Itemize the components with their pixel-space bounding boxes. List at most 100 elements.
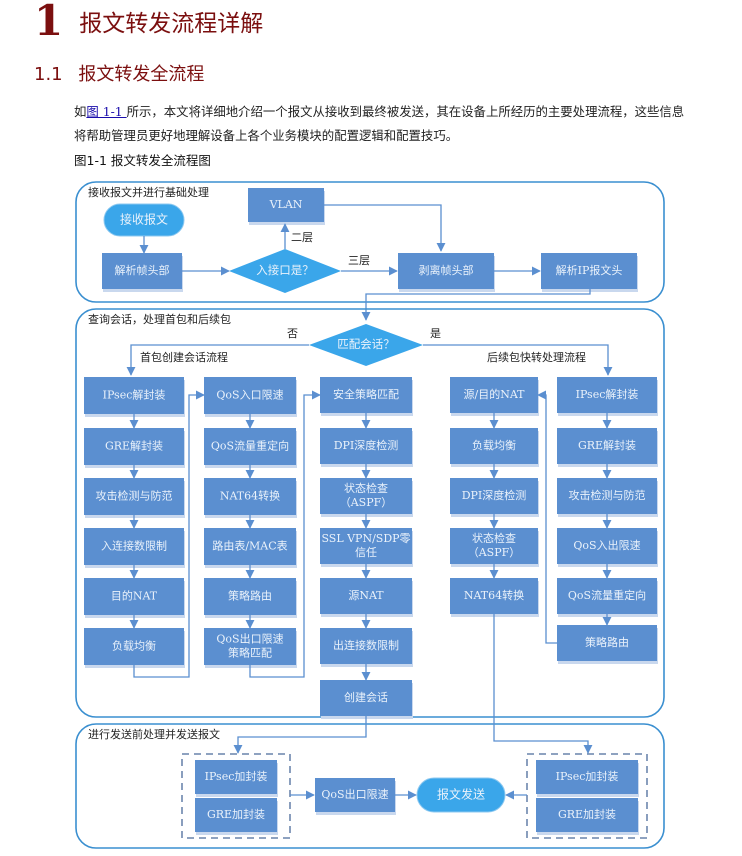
group-receive-title: 接收报文并进行基础处理 bbox=[88, 185, 209, 199]
fast-col5-box-label: 攻击检测与防范 bbox=[569, 488, 646, 502]
first-col3-box-label: 出连接数限制 bbox=[333, 638, 399, 652]
first-col1-box-label: IPsec解封装 bbox=[103, 388, 166, 402]
fast-col4-box bbox=[450, 478, 538, 514]
first-col1-box-label: 攻击检测与防范 bbox=[96, 489, 173, 503]
fast-col5-box bbox=[557, 578, 657, 614]
first-col1-box bbox=[84, 628, 184, 665]
connector-arrow bbox=[537, 390, 557, 644]
first-packet-flow-title: 首包创建会话流程 bbox=[140, 350, 228, 364]
ingress-decision bbox=[229, 249, 341, 293]
fast-col5-box bbox=[557, 625, 657, 661]
section-title: 报文转发全流程 bbox=[78, 64, 205, 85]
parse-ip-box bbox=[541, 253, 637, 289]
first-col2-box-label: QoS出口限速策略匹配 bbox=[216, 632, 283, 660]
fast-forward-flow-title: 后续包快转处理流程 bbox=[487, 350, 586, 364]
first-col1-box bbox=[84, 478, 184, 515]
qos-egress-box bbox=[315, 778, 395, 812]
chapter-number: 1 bbox=[34, 0, 64, 45]
strip-frame-box-label: 剥离帧头部 bbox=[419, 263, 474, 277]
vlan-box bbox=[248, 188, 324, 222]
first-col3-box-label: 安全策略匹配 bbox=[333, 387, 399, 401]
gre-encap-right-box-label: GRE加封装 bbox=[558, 807, 616, 821]
first-col3-box-label: 源NAT bbox=[348, 588, 384, 602]
fast-col5-box bbox=[557, 377, 657, 413]
first-col3-box bbox=[320, 680, 412, 716]
group-send bbox=[75, 723, 665, 849]
first-col3-box bbox=[320, 528, 412, 564]
first-col1-box-label: GRE解封装 bbox=[105, 439, 163, 453]
gre-encap-left-box bbox=[195, 798, 277, 832]
connector-arrow bbox=[493, 614, 593, 754]
fast-col5-box-label: QoS流量重定向 bbox=[568, 588, 646, 602]
first-col3-box bbox=[320, 628, 412, 664]
chapter-heading: 1 报文转发流程详解 bbox=[34, 0, 263, 42]
fast-col4-box bbox=[450, 578, 538, 614]
ipsec-encap-right-box-label: IPsec加封装 bbox=[556, 769, 619, 783]
gre-encap-left-box-label: GRE加封装 bbox=[207, 807, 265, 821]
fast-col5-box bbox=[557, 478, 657, 514]
ipsec-encap-right-box bbox=[536, 760, 638, 794]
first-col2-box bbox=[204, 478, 296, 515]
group-session-title: 查询会话，处理首包和后续包 bbox=[88, 312, 231, 326]
strip-frame-box bbox=[398, 253, 494, 289]
section-number: 1.1 bbox=[34, 64, 63, 85]
parse-frame-box bbox=[102, 253, 182, 289]
first-col1-box bbox=[84, 578, 184, 615]
first-col3-box-label: SSL VPN/SDP零信任 bbox=[321, 532, 410, 559]
first-col3-box bbox=[320, 377, 412, 413]
first-col2-box-label: 路由表/MAC表 bbox=[212, 539, 287, 553]
send-terminal bbox=[416, 777, 506, 813]
connector-arrow bbox=[233, 716, 367, 754]
gre-encap-right-box bbox=[536, 798, 638, 832]
fast-col5-box-label: 策略路由 bbox=[585, 635, 629, 649]
ingress-decision-label: 入接口是？ bbox=[256, 263, 314, 277]
label-layer3: 三层 bbox=[348, 254, 370, 267]
connector-arrow bbox=[126, 344, 309, 376]
send-terminal-label: 报文发送 bbox=[437, 787, 485, 802]
first-col2-box-label: 策略路由 bbox=[228, 589, 272, 603]
first-col3-box-label: 状态检查（ASPF） bbox=[340, 481, 393, 509]
connector-arrow bbox=[361, 289, 591, 321]
chapter-title: 报文转发流程详解 bbox=[79, 11, 264, 37]
start-terminal-label: 接收报文 bbox=[120, 212, 168, 227]
first-col1-box-label: 目的NAT bbox=[111, 589, 158, 603]
first-col3-box bbox=[320, 428, 412, 464]
match-session-decision-label: 匹配会话？ bbox=[337, 337, 395, 351]
connector-arrow bbox=[324, 204, 446, 252]
fast-col4-box-label: 负载均衡 bbox=[472, 438, 516, 452]
fast-col5-box bbox=[557, 428, 657, 464]
first-col1-box-label: 入连接数限制 bbox=[101, 540, 167, 553]
figure-link[interactable]: 图 1-1 bbox=[86, 104, 127, 119]
label-layer2: 二层 bbox=[291, 231, 313, 244]
fast-col4-box bbox=[450, 428, 538, 464]
connector-arrow bbox=[249, 390, 321, 678]
fast-col5-box bbox=[557, 528, 657, 564]
para-prefix: 如 bbox=[74, 104, 87, 119]
fast-col5-box-label: GRE解封装 bbox=[578, 438, 636, 452]
first-col1-box bbox=[84, 428, 184, 465]
first-col2-box-label: NAT64转换 bbox=[220, 489, 280, 503]
connector-arrow bbox=[133, 390, 205, 678]
fast-col5-box-label: IPsec解封装 bbox=[576, 387, 639, 401]
encap-group-right bbox=[526, 753, 648, 839]
first-col3-box bbox=[320, 578, 412, 614]
vlan-box-label: VLAN bbox=[269, 198, 303, 211]
first-col1-box bbox=[84, 528, 184, 565]
first-col2-box-label: QoS流量重定向 bbox=[211, 439, 289, 453]
label-no: 否 bbox=[287, 327, 298, 340]
parse-frame-box-label: 解析帧头部 bbox=[115, 263, 170, 277]
first-col1-box-label: 负载均衡 bbox=[112, 639, 156, 653]
first-col1-box bbox=[84, 377, 184, 414]
fast-col4-box bbox=[450, 377, 538, 413]
first-col2-box-label: QoS入口限速 bbox=[216, 389, 283, 402]
qos-egress-box-label: QoS出口限速 bbox=[321, 787, 388, 801]
first-col2-box bbox=[204, 377, 296, 414]
first-col3-box bbox=[320, 478, 412, 514]
connector-arrow bbox=[423, 344, 613, 376]
first-col2-box bbox=[204, 428, 296, 465]
section-heading: 1.1 报文转发全流程 bbox=[34, 60, 204, 86]
fast-col4-box-label: 状态检查（ASPF） bbox=[468, 531, 521, 559]
intro-paragraph: 如图 1-1 所示，本文将详细地介绍一个报文从接收到最终被发送，其在设备上所经历… bbox=[74, 100, 694, 148]
group-receive bbox=[75, 181, 665, 303]
